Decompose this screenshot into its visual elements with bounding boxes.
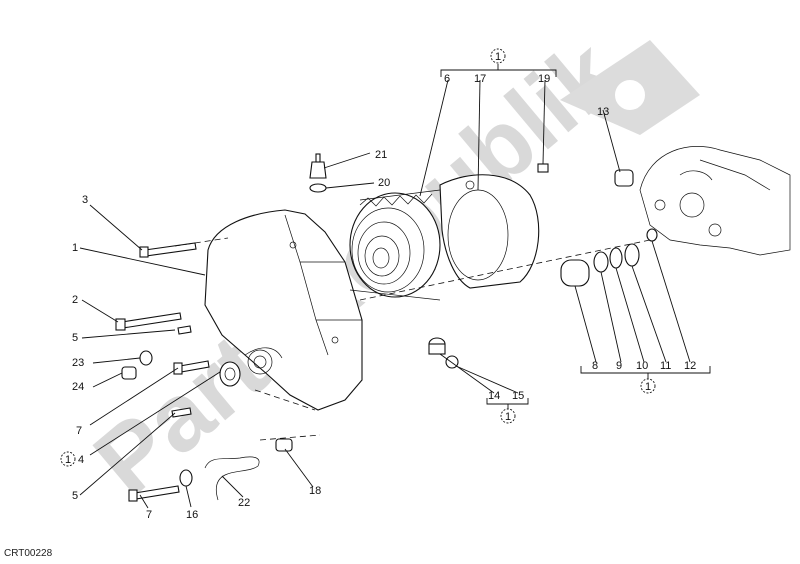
callout-7-upper: 7 xyxy=(76,425,82,437)
callout-22: 22 xyxy=(238,497,250,509)
clutch-housing-cover xyxy=(439,174,540,289)
callout-20: 20 xyxy=(378,177,390,189)
svg-text:1: 1 xyxy=(65,454,71,466)
ref-symbol-left: 1 xyxy=(60,451,76,467)
callout-18: 18 xyxy=(309,485,321,497)
clutch-basket xyxy=(349,189,441,301)
ref-symbol-top: 1 xyxy=(490,48,506,64)
callout-11: 11 xyxy=(660,360,671,372)
reference-symbols: 1 1 1 1 xyxy=(60,48,656,467)
callout-5-upper: 5 xyxy=(72,332,78,344)
ref-symbol-center: 1 xyxy=(500,408,516,424)
callout-24: 24 xyxy=(72,381,84,393)
callout-5-lower: 5 xyxy=(72,490,78,502)
group-brackets xyxy=(440,64,711,409)
callout-10: 10 xyxy=(636,360,648,372)
leader-lines xyxy=(79,79,691,509)
assembly-axes xyxy=(174,237,651,441)
callout-13: 13 xyxy=(597,106,609,118)
callout-19: 19 xyxy=(538,73,550,85)
callout-23: 23 xyxy=(72,357,84,369)
callout-15: 15 xyxy=(512,390,524,402)
svg-text:1: 1 xyxy=(495,51,501,63)
svg-text:1: 1 xyxy=(645,381,651,393)
gear-logo-icon xyxy=(560,40,700,135)
ref-symbol-right: 1 xyxy=(640,378,656,394)
small-parts xyxy=(115,153,658,502)
callout-labels: 3 1 2 5 23 24 7 4 5 7 16 22 18 21 20 6 1… xyxy=(72,73,696,521)
callout-21: 21 xyxy=(375,149,387,161)
callout-1: 1 xyxy=(72,242,78,254)
callout-4: 4 xyxy=(78,454,84,466)
svg-text:1: 1 xyxy=(505,411,511,423)
callout-9: 9 xyxy=(616,360,622,372)
callout-16: 16 xyxy=(186,509,198,521)
callout-17: 17 xyxy=(474,73,486,85)
callout-6: 6 xyxy=(444,73,450,85)
clutch-cover xyxy=(204,209,363,411)
callout-12: 12 xyxy=(684,360,696,372)
callout-8: 8 xyxy=(592,360,598,372)
callout-14: 14 xyxy=(488,390,500,402)
callout-3: 3 xyxy=(82,194,88,206)
callout-7-lower: 7 xyxy=(146,509,152,521)
callout-2: 2 xyxy=(72,294,78,306)
drawing-code: CRT00228 xyxy=(4,548,53,559)
crankcase-fragment xyxy=(639,146,791,256)
